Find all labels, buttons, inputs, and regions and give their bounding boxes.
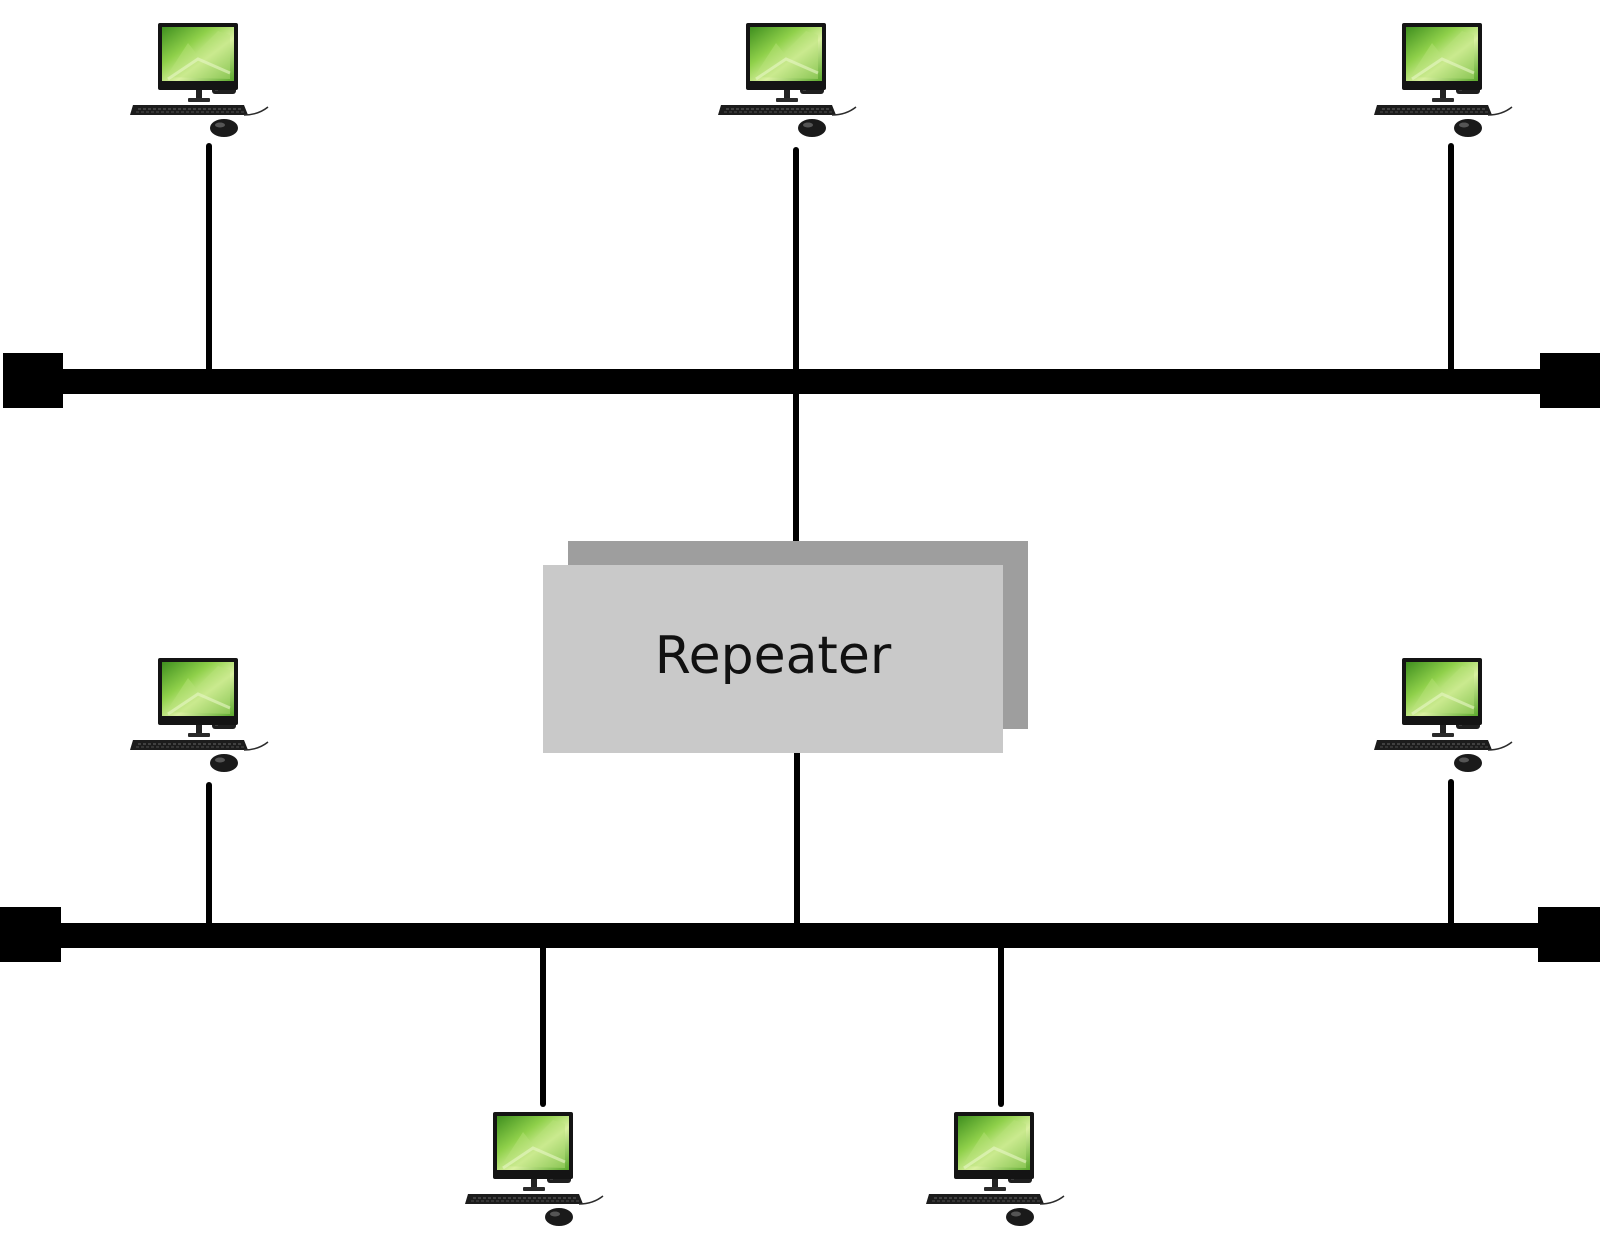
- terminator-icon-lower-right: [1538, 907, 1600, 962]
- upper-bus-segment: [3, 143, 1600, 408]
- repeater-box: [543, 565, 1003, 753]
- computer-icon: [463, 1110, 605, 1228]
- computer-icon: [1372, 656, 1514, 774]
- repeater: Repeater: [543, 541, 1028, 753]
- terminator-icon-upper-left: [3, 353, 63, 408]
- computer-icon: [924, 1110, 1066, 1228]
- lower-bus-segment: [0, 779, 1600, 1107]
- repeater-label: Repeater: [655, 626, 892, 686]
- terminator-icon-lower-left: [0, 907, 61, 962]
- computer-icon: [716, 21, 858, 139]
- terminator-icon-upper-right: [1540, 353, 1600, 408]
- computer-icon: [128, 21, 270, 139]
- computer-icon: [1372, 21, 1514, 139]
- computer-icon: [128, 656, 270, 774]
- upper-bus-cable: [60, 369, 1542, 394]
- lower-bus-cable: [58, 923, 1540, 948]
